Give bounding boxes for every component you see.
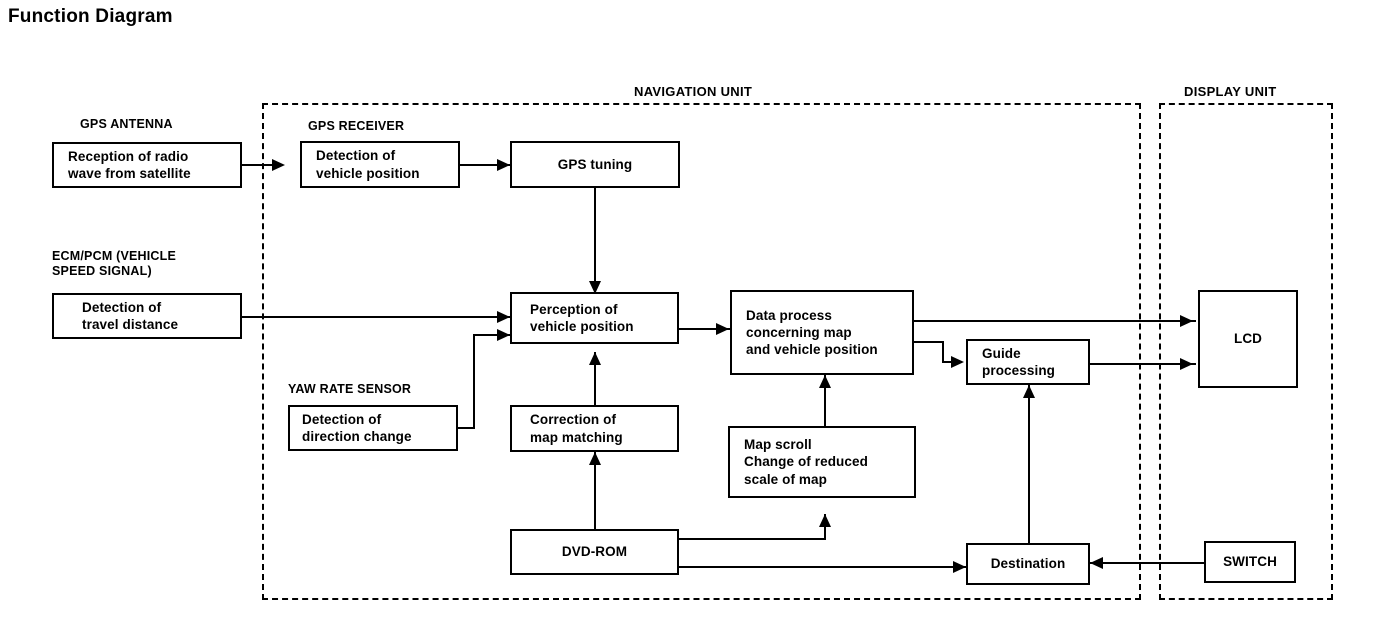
connector-data-process-to-lcd <box>914 320 1196 322</box>
gps-antenna-label: GPS ANTENNA <box>80 117 173 131</box>
box-gps-tuning-label: GPS tuning <box>557 156 633 172</box>
arrowhead-map-scroll-to-data-process <box>819 375 831 388</box>
connector-dvdrom-to-destination <box>679 566 976 568</box>
connector-destination-to-guide <box>1028 385 1030 543</box>
connector-dvdrom-to-map-scroll-v <box>824 514 826 540</box>
arrowhead-dvdrom-to-destination <box>953 561 966 573</box>
connector-yaw-right-segment <box>458 427 475 429</box>
arrowhead-destination-to-guide <box>1023 385 1035 398</box>
arrowhead-guide-to-lcd <box>1180 358 1193 370</box>
arrowhead-gps-tuning-to-perception <box>589 281 601 294</box>
box-detection-of-travel-distance[interactable]: Detection of travel distance <box>52 293 242 339</box>
box-detection-of-direction-change[interactable]: Detection of direction change <box>288 405 458 451</box>
arrowhead-travel-distance-to-perception <box>497 311 510 323</box>
connector-yaw-into-perception <box>473 334 510 336</box>
box-dvd-rom[interactable]: DVD-ROM <box>510 529 679 575</box>
connector-yaw-vertical-segment <box>473 334 475 429</box>
connector-guide-to-lcd <box>1090 363 1196 365</box>
box-reception-label: Reception of radio wave from satellite <box>68 148 191 181</box>
connector-gps-tuning-to-perception <box>594 188 596 292</box>
connector-travel-distance-to-perception <box>242 316 510 318</box>
box-map-scroll-label: Map scroll Change of reduced scale of ma… <box>744 437 868 487</box>
arrowhead-switch-to-destination <box>1090 557 1103 569</box>
box-correction-label: Correction of map matching <box>530 412 623 445</box>
gps-receiver-label: GPS RECEIVER <box>308 119 405 133</box>
box-guide-processing[interactable]: Guide processing <box>966 339 1090 385</box>
box-guide-processing-label: Guide processing <box>982 345 1056 378</box>
ecm-pcm-label: ECM/PCM (VEHICLE SPEED SIGNAL) <box>52 249 177 278</box>
box-lcd-label: LCD <box>1233 331 1263 347</box>
connector-map-scroll-to-data-process <box>824 375 826 426</box>
box-gps-tuning[interactable]: GPS tuning <box>510 141 680 188</box>
navigation-unit-boundary <box>262 103 1141 600</box>
connector-antenna-to-receiver <box>242 164 282 166</box>
arrowhead-yaw-to-perception <box>497 329 510 341</box>
box-travel-distance-label: Detection of travel distance <box>82 299 179 332</box>
box-dvd-rom-label: DVD-ROM <box>561 544 628 560</box>
arrowhead-dvdrom-to-correction <box>589 452 601 465</box>
navigation-unit-label: NAVIGATION UNIT <box>634 84 753 99</box>
box-data-process-label: Data process concerning map and vehicle … <box>746 307 878 358</box>
box-map-scroll[interactable]: Map scroll Change of reduced scale of ma… <box>728 426 916 498</box>
yaw-rate-sensor-label: YAW RATE SENSOR <box>288 382 412 396</box>
connector-dvdrom-to-correction <box>594 452 596 529</box>
connector-data-process-to-guide-h <box>914 341 944 343</box>
arrowhead-antenna-to-receiver <box>272 159 285 171</box>
box-perception-label: Perception of vehicle position <box>530 301 634 334</box>
connector-switch-to-destination <box>1090 562 1205 564</box>
connector-perception-to-data-process <box>679 328 730 330</box>
arrowhead-receiver-to-gps-tuning <box>497 159 510 171</box>
connector-correction-to-perception <box>594 352 596 405</box>
box-data-process[interactable]: Data process concerning map and vehicle … <box>730 290 914 375</box>
box-reception-of-radio-wave[interactable]: Reception of radio wave from satellite <box>52 142 242 188</box>
arrowhead-data-process-to-lcd <box>1180 315 1193 327</box>
arrowhead-data-process-to-guide <box>951 356 964 368</box>
box-destination[interactable]: Destination <box>966 543 1090 585</box>
box-switch-label: SWITCH <box>1223 554 1277 570</box>
arrowhead-dvdrom-to-map-scroll <box>819 514 831 527</box>
box-perception-of-vehicle-position[interactable]: Perception of vehicle position <box>510 292 679 344</box>
arrowhead-correction-to-perception <box>589 352 601 365</box>
box-lcd[interactable]: LCD <box>1198 290 1298 388</box>
box-destination-label: Destination <box>990 556 1066 572</box>
arrowhead-perception-to-data-process <box>716 323 729 335</box>
connector-data-process-to-guide-v <box>942 341 944 363</box>
box-switch[interactable]: SWITCH <box>1204 541 1296 583</box>
box-detection-of-vehicle-position[interactable]: Detection of vehicle position <box>300 141 460 188</box>
box-detection-vehicle-position-label: Detection of vehicle position <box>316 148 420 181</box>
display-unit-label: DISPLAY UNIT <box>1184 84 1277 99</box>
connector-receiver-to-gps-tuning <box>460 164 510 166</box>
box-direction-change-label: Detection of direction change <box>302 411 412 444</box>
page-title: Function Diagram <box>8 6 173 27</box>
display-unit-boundary <box>1159 103 1333 600</box>
box-correction-of-map-matching[interactable]: Correction of map matching <box>510 405 679 452</box>
connector-dvdrom-to-map-scroll-h <box>679 538 826 540</box>
